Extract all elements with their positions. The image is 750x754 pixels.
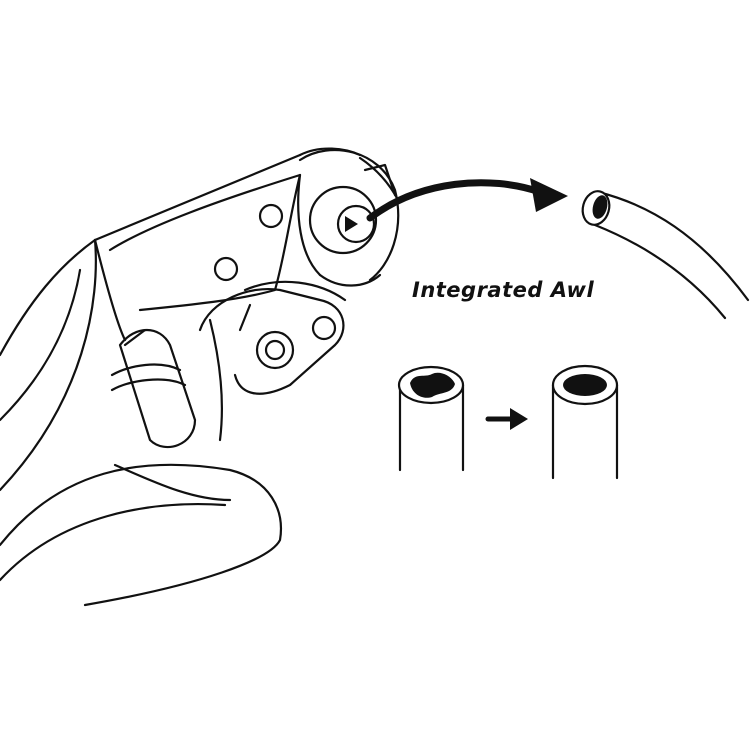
rivet — [311, 315, 337, 341]
opened-cable-hole — [563, 374, 607, 396]
upper-handle — [0, 153, 302, 492]
arrow-head — [530, 178, 568, 212]
curved-arrow — [366, 178, 568, 222]
cable — [581, 190, 750, 320]
opened-cable-after — [551, 364, 619, 480]
awl-housing — [308, 185, 378, 255]
cutter-head — [298, 148, 400, 287]
caption-label: Integrated Awl — [412, 278, 595, 302]
crushed-cable-before — [397, 365, 465, 472]
crushed-cable-hole — [410, 372, 455, 398]
lower-jaw — [198, 280, 347, 442]
cable-end-hole — [592, 195, 608, 219]
tool-body — [108, 147, 362, 312]
cable-cutter-tool — [0, 147, 400, 607]
lower-handle — [0, 463, 282, 607]
pivot-bolt — [255, 330, 295, 370]
pivot-bolt-inner — [264, 339, 286, 361]
rivet — [258, 203, 284, 229]
awl-tip — [345, 216, 358, 232]
rivet — [213, 256, 239, 282]
before-after-arrow — [485, 408, 528, 430]
awl-ring — [336, 204, 376, 244]
spring-coil — [110, 328, 197, 449]
